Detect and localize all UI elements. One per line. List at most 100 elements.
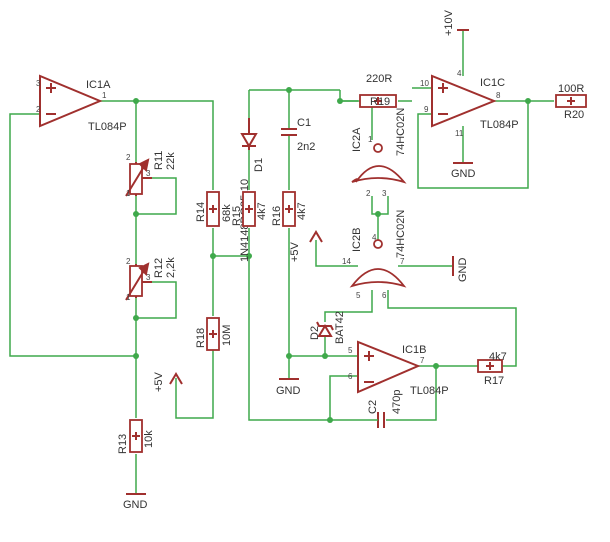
resistor-r14: R14 68k: [195, 191, 233, 227]
diode-d2: D2 BAT42: [309, 311, 346, 344]
part-name: IC2B: [351, 228, 363, 252]
ground-symbol: GND: [276, 378, 301, 397]
part-name: R14: [195, 202, 207, 222]
part-name: R15: [231, 206, 243, 226]
resistor-r16: R16 4k7: [271, 191, 308, 227]
pin-label: 7: [400, 257, 405, 266]
resistor-r20: 100R R20: [555, 83, 587, 121]
junction: [327, 417, 333, 423]
wire-ic1c-fb: [417, 101, 529, 189]
wire-c2-right: [386, 366, 437, 421]
junction: [286, 353, 292, 359]
part-name: R18: [195, 328, 207, 348]
part-value: 4k7: [256, 202, 268, 220]
wire-r15-bottom: [248, 228, 370, 421]
part-name: R12: [153, 258, 165, 278]
pin-label: 1: [368, 135, 373, 144]
pin-label: 10: [420, 79, 429, 88]
pin-label: 2: [126, 153, 131, 162]
part-value: 2n2: [297, 141, 315, 153]
part-value: 4k7: [489, 351, 507, 363]
part-value: BAT42: [334, 311, 346, 344]
part-value: 470p: [391, 390, 403, 414]
wire-r18-5v: [175, 350, 214, 419]
junction: [375, 211, 381, 217]
supply-10v: +10V: [443, 9, 469, 36]
junction: [337, 98, 343, 104]
part-name: R11: [153, 151, 165, 170]
wires: [9, 30, 554, 493]
pin-label: 8: [496, 91, 501, 100]
pin-label: 1: [126, 293, 131, 302]
wire-r12-wiper: [136, 281, 177, 319]
part-value: 68k: [221, 204, 233, 222]
ground-symbol: GND: [452, 256, 469, 283]
part-name: IC1B: [402, 344, 426, 356]
part-name: IC1C: [480, 77, 505, 89]
part-value: TL084P: [480, 119, 519, 131]
wire-ic2b-vcc: [315, 240, 358, 267]
part-name: R19: [370, 96, 390, 108]
ground-label: GND: [451, 168, 476, 180]
junction: [133, 353, 139, 359]
part-name: R17: [484, 375, 504, 387]
part-name: D1: [253, 158, 265, 172]
resistor-r15: R15 4k7: [231, 191, 268, 227]
part-value: TL084P: [410, 385, 449, 397]
pin-label: 6: [348, 372, 353, 381]
pin-label: 9: [424, 105, 429, 114]
pin-label: 2: [366, 189, 371, 198]
capacitor-c2: C2 470p: [367, 390, 403, 428]
part-name: D2: [309, 326, 321, 340]
potentiometer-r11: 3 2 1 R11 22k: [125, 151, 177, 198]
resistor-r17: 4k7 R17: [477, 351, 507, 387]
junction: [322, 353, 328, 359]
capacitor-c1: C1 2n2: [281, 117, 315, 153]
pin-label: 2: [126, 257, 131, 266]
pin-label: 1: [126, 189, 131, 198]
ground-symbol: GND: [123, 493, 148, 511]
part-value: 10k: [143, 430, 155, 448]
diode-d1: D1 1N4148DO35-10: [239, 118, 265, 262]
ground-label: GND: [457, 258, 469, 283]
pin-label: 3: [382, 189, 387, 198]
part-name: R20: [564, 109, 584, 121]
junction: [433, 363, 439, 369]
pin-label: 3: [36, 79, 41, 88]
supply-label: +5V: [289, 241, 301, 262]
opamp-ic1b: 5 6 7 IC1B TL084P: [348, 340, 449, 397]
wire-r19-in: [339, 90, 358, 102]
pin-label: 5: [348, 346, 353, 355]
wire-ic1b-fb: [329, 375, 358, 420]
pin-label: 3: [146, 273, 151, 282]
junction: [133, 211, 139, 217]
part-value: 10M: [221, 325, 233, 346]
resistor-r18: R18 10M: [195, 317, 233, 351]
junctions: [133, 87, 531, 423]
part-name: R13: [117, 434, 129, 454]
nor-gate-ic2a: 1 2 3 IC2A 74HC02N: [351, 108, 407, 198]
opamp-ic1c: 10 9 8 4 11 IC1C TL084P: [420, 69, 519, 138]
junction: [133, 98, 139, 104]
part-name: R16: [271, 206, 283, 226]
part-value: 100R: [558, 83, 584, 95]
pin-label: 2: [36, 105, 41, 114]
ground-label: GND: [276, 385, 301, 397]
nor-gate-ic2b: 14 7 4 5 6 IC2B 74HC02N: [342, 210, 407, 300]
supply-label: +5V: [153, 371, 165, 392]
pin-label: 7: [420, 356, 425, 365]
junction: [525, 98, 531, 104]
part-value: 4k7: [296, 202, 308, 220]
pin-label: 11: [455, 129, 464, 138]
pin-label: 5: [356, 291, 361, 300]
wire-r11-wiper: [136, 177, 177, 215]
junction: [286, 87, 292, 93]
part-name: IC2A: [351, 127, 363, 152]
wire-ic1a-out: [100, 100, 214, 190]
junction: [246, 253, 252, 259]
part-name: IC1A: [86, 79, 111, 91]
junction: [133, 315, 139, 321]
part-value: 220R: [366, 73, 392, 85]
part-name: C2: [367, 400, 379, 414]
